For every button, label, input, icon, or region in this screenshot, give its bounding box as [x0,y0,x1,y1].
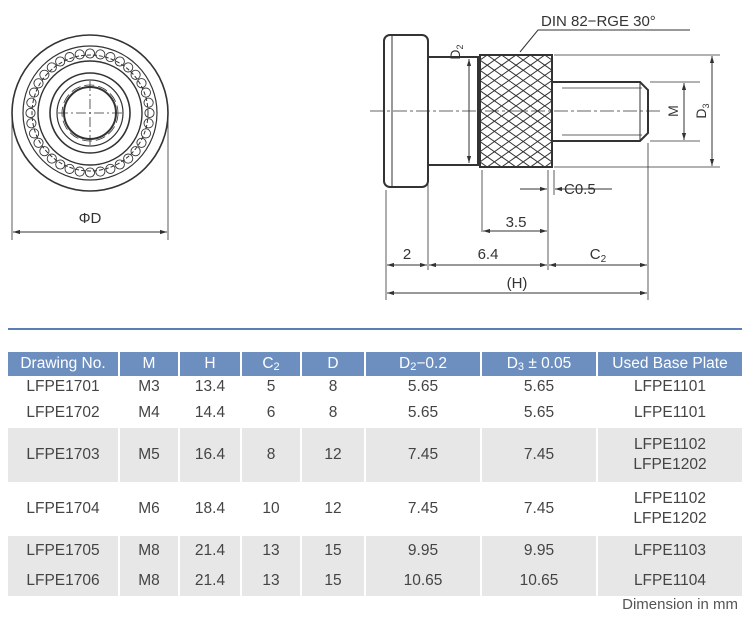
cell-d2: 5.65 [366,398,482,428]
cell-d3: 5.65 [482,398,598,428]
col-d2: D2−0.2 [366,352,482,376]
cell-d3: 10.65 [482,566,598,596]
knurl-pattern [479,54,553,168]
col-c2: C2 [242,352,302,376]
cell-d3: 9.95 [482,536,598,566]
cell-c2: 13 [242,536,302,566]
col-m: M [120,352,180,376]
cell-m: M5 [120,428,180,482]
cell-c2: 5 [242,376,302,398]
cell-d2: 7.45 [366,482,482,536]
cell-d: 15 [302,566,366,596]
spec-table: Drawing No. M H C2 D D2−0.2 D3 ± 0.05 Us… [8,352,742,596]
m-label: M [665,105,681,117]
cell-d3: 7.45 [482,482,598,536]
cell-base-plate: LFPE1103 [598,536,742,566]
cell-d: 8 [302,376,366,398]
cell-drawing-no: LFPE1706 [8,566,120,596]
dim-2-label: 2 [403,246,411,263]
cell-d2: 9.95 [366,536,482,566]
table-row: LFPE1702 M4 14.4 6 8 5.65 5.65 LFPE1101 [8,398,742,428]
cell-h: 21.4 [180,566,242,596]
cell-h: 14.4 [180,398,242,428]
cell-drawing-no: LFPE1704 [8,482,120,536]
cell-c2: 8 [242,428,302,482]
cell-m: M4 [120,398,180,428]
col-d: D [302,352,366,376]
cell-c2: 6 [242,398,302,428]
c05-label: C0.5 [564,181,596,198]
cell-c2: 13 [242,566,302,596]
table-row: LFPE1705 M8 21.4 13 15 9.95 9.95 LFPE110… [8,536,742,566]
col-base-plate: Used Base Plate [598,352,742,376]
unit-note: Dimension in mm [622,596,738,613]
cell-h: 13.4 [180,376,242,398]
col-d3: D3 ± 0.05 [482,352,598,376]
cell-base-plate: LFPE1104 [598,566,742,596]
table-row: LFPE1706 M8 21.4 13 15 10.65 10.65 LFPE1… [8,566,742,596]
technical-drawing: ΦD [11,13,720,300]
cell-drawing-no: LFPE1703 [8,428,120,482]
cell-base-plate: LFPE1101 [598,398,742,428]
cell-drawing-no: LFPE1705 [8,536,120,566]
cell-d2: 5.65 [366,376,482,398]
cell-m: M8 [120,536,180,566]
cell-h: 21.4 [180,536,242,566]
side-view [370,29,720,300]
cell-drawing-no: LFPE1701 [8,376,120,398]
din-label: DIN 82−RGE 30° [541,13,656,30]
dim-6-4-label: 6.4 [478,246,499,263]
col-h: H [180,352,242,376]
table-row: LFPE1703 M5 16.4 8 12 7.45 7.45 LFPE1102… [8,428,742,482]
table-row: LFPE1701 M3 13.4 5 8 5.65 5.65 LFPE1101 [8,376,742,398]
d3-label: D3 [693,103,711,118]
c2-label: C2 [590,246,607,265]
knurl-ring [25,48,155,178]
table-header-row: Drawing No. M H C2 D D2−0.2 D3 ± 0.05 Us… [8,352,742,376]
cell-c2: 10 [242,482,302,536]
cell-d2: 10.65 [366,566,482,596]
phi-d-label: ΦD [79,210,102,227]
section-divider [8,328,742,330]
cell-h: 18.4 [180,482,242,536]
cell-h: 16.4 [180,428,242,482]
cell-d3: 7.45 [482,428,598,482]
cell-d2: 7.45 [366,428,482,482]
cell-d: 12 [302,428,366,482]
cell-m: M3 [120,376,180,398]
cell-m: M8 [120,566,180,596]
cell-d: 8 [302,398,366,428]
col-drawing-no: Drawing No. [8,352,120,376]
cell-m: M6 [120,482,180,536]
cell-d: 12 [302,482,366,536]
d2-label: D2 [447,44,465,59]
cell-base-plate: LFPE1101 [598,376,742,398]
table-row: LFPE1704 M6 18.4 10 12 7.45 7.45 LFPE110… [8,482,742,536]
dim-3-5-label: 3.5 [506,214,527,231]
h-label: (H) [507,275,528,292]
cell-d: 15 [302,536,366,566]
front-view [11,34,169,240]
cell-d3: 5.65 [482,376,598,398]
cell-drawing-no: LFPE1702 [8,398,120,428]
